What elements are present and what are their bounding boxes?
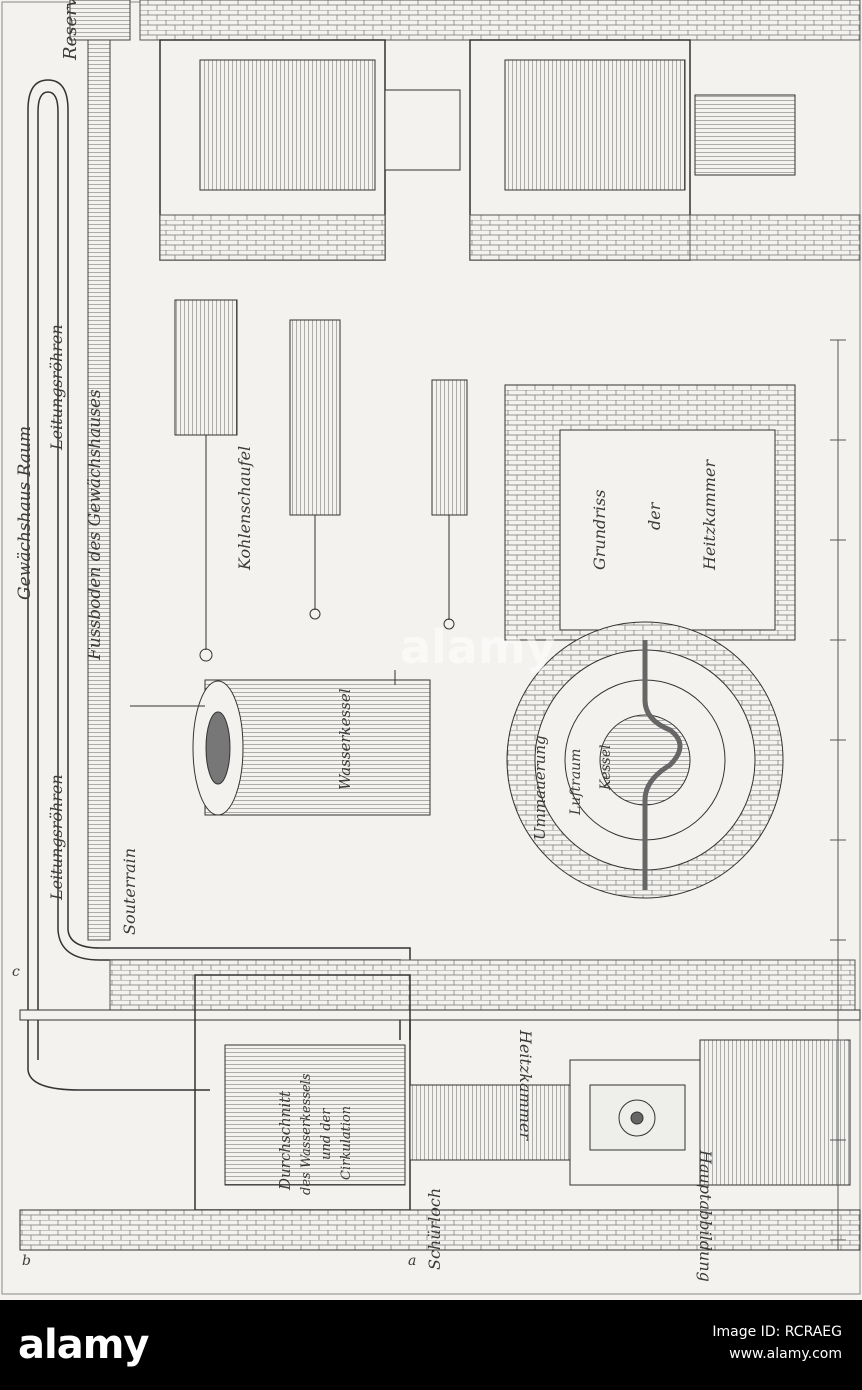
label-heitzkammer-section: Heitzkammer (516, 1029, 535, 1141)
souterrain-wall (109, 959, 856, 1011)
image-id: Image ID: RCRAEG (712, 1324, 842, 1340)
label-schuerloch: Schürloch (425, 1188, 444, 1270)
letter-a-label: a (408, 1253, 416, 1269)
engraving-plate: Reservoir Gewächshaus Raum Fussboden des… (0, 0, 862, 1300)
water-boiler (130, 670, 431, 816)
scale-bar (830, 339, 846, 1250)
coal-shovels (174, 299, 468, 662)
label-grundriss: Grundriss (590, 490, 609, 570)
label-ummauerung: Ummauerung (531, 735, 549, 840)
label-reservoir: Reservoir (60, 0, 81, 61)
label-leitungsroehren-bottom: Leitungsröhren (47, 774, 66, 901)
label-durchschnitt-4: Cirkulation (339, 1106, 354, 1180)
label-wasserkessel: Wasserkessel (336, 688, 354, 790)
label-fussboden: Fussboden des Gewächshauses (85, 389, 105, 661)
site-url[interactable]: www.alamy.com (729, 1346, 842, 1362)
label-kessel: Kessel (598, 745, 614, 792)
footer-meta: Image ID: RCRAEG www.alamy.com (712, 1324, 842, 1362)
letter-b-label: b (22, 1253, 31, 1269)
label-durchschnitt-1: Durchschnitt (276, 1090, 294, 1191)
pipe-circuit (27, 79, 411, 1091)
label-durchschnitt-2: des Wasserkessels (299, 1073, 314, 1195)
top-cross-sections (159, 39, 861, 261)
label-luftraum: Luftraum (568, 749, 584, 816)
alamy-logo: alamy (18, 1322, 149, 1368)
label-leitungsroehren-top: Leitungsröhren (47, 324, 66, 451)
heating-chamber-plan (504, 384, 796, 899)
label-souterrain: Souterrain (120, 848, 139, 935)
letter-c-label: c (12, 964, 20, 980)
boiler-section (19, 974, 861, 1251)
label-der: der (645, 501, 664, 530)
heating-diagram: Reservoir Gewächshaus Raum Fussboden des… (1, 0, 861, 1295)
label-hauptabbildung: Hauptabbildung (696, 1149, 715, 1282)
floor-band (87, 39, 111, 941)
label-kohlenschaufel: Kohlenschaufel (235, 446, 254, 571)
label-durchschnitt-3: und der (319, 1108, 334, 1160)
label-gewaechshaus-raum: Gewächshaus Raum (15, 426, 35, 600)
top-wall (139, 0, 861, 41)
footer-bar: alamy Image ID: RCRAEG www.alamy.com (0, 1300, 862, 1390)
label-heitzkammer: Heitzkammer (700, 459, 719, 571)
